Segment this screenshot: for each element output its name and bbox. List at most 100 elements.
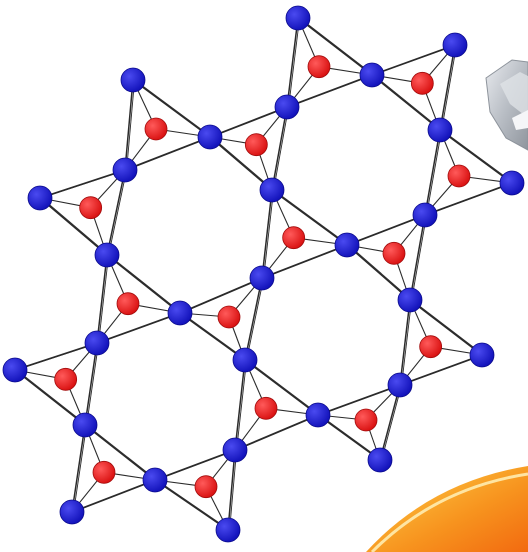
bond-line	[348, 214, 427, 246]
bond-line	[236, 359, 248, 451]
bond-line	[411, 299, 484, 356]
bond-line	[373, 44, 457, 76]
center-atom	[382, 241, 406, 265]
bond-line	[299, 17, 374, 76]
vertex-atom	[120, 67, 146, 93]
bond-line	[371, 74, 441, 131]
bond-line	[86, 342, 100, 426]
bond-line	[39, 197, 108, 256]
vertex-atom	[285, 5, 311, 31]
bond-line	[234, 414, 319, 451]
bond-line	[179, 312, 246, 361]
bond-line	[246, 277, 265, 361]
center-atom	[254, 396, 278, 420]
bond-line	[348, 244, 412, 301]
bond-line	[244, 277, 263, 361]
bond-line	[16, 369, 87, 426]
bond-line	[229, 449, 238, 531]
bond-line	[156, 479, 230, 531]
bond-line	[371, 44, 456, 76]
bond-line	[346, 244, 411, 301]
bond-line	[411, 214, 428, 301]
vertex-atom	[427, 117, 453, 143]
bond-line	[399, 354, 483, 386]
bond-line	[399, 299, 411, 386]
bond-line	[441, 44, 458, 131]
vertex-atom	[142, 467, 168, 493]
center-atom	[144, 117, 168, 141]
bond-line	[108, 254, 182, 314]
vertex-atom	[167, 300, 193, 326]
bond-line	[41, 197, 109, 256]
vertex-atom	[27, 185, 53, 211]
bond-line	[409, 299, 483, 356]
bond-line	[424, 182, 513, 216]
center-atom	[217, 305, 241, 329]
bond-line	[297, 17, 373, 76]
bond-line	[424, 129, 441, 216]
bond-line	[286, 17, 299, 108]
vertex-atom	[72, 412, 98, 438]
center-atoms	[54, 55, 471, 499]
bond-line	[263, 244, 349, 279]
vertex-atom	[94, 242, 120, 268]
center-atom	[410, 71, 434, 95]
bond-line	[236, 414, 320, 451]
bond-line	[108, 169, 128, 256]
bond-line	[317, 414, 381, 461]
bond-line	[441, 129, 514, 184]
vertex-atom	[112, 157, 138, 183]
vertex-atom	[259, 177, 285, 203]
bond-line	[373, 74, 442, 131]
bond-line	[73, 479, 157, 513]
bond-line	[98, 254, 110, 344]
center-atom	[447, 164, 471, 188]
bond-line	[319, 384, 402, 416]
bond-line	[288, 17, 301, 108]
bond-line	[106, 169, 126, 256]
bond-line	[71, 424, 86, 513]
center-atom	[194, 475, 218, 499]
bond-line	[156, 449, 237, 481]
vertex-atom	[2, 357, 28, 383]
bond-line	[426, 129, 443, 216]
bond-line	[401, 354, 484, 386]
vertex-atom	[397, 287, 423, 313]
bond-line	[84, 342, 98, 426]
bond-line	[426, 182, 514, 216]
bond-line	[106, 254, 181, 314]
bond-line	[73, 424, 88, 513]
bond-line	[379, 384, 401, 461]
center-atom	[354, 408, 378, 432]
bond-line	[401, 299, 413, 386]
bond-line	[124, 136, 211, 171]
vertex-atom	[222, 437, 248, 463]
vertex-atom	[232, 347, 258, 373]
bond-line	[273, 189, 349, 246]
bond-line	[41, 169, 127, 199]
vertex-atom	[274, 94, 300, 120]
center-atom	[282, 226, 306, 250]
bond-line	[261, 244, 348, 279]
vertex-atoms	[2, 5, 525, 543]
bond-line	[39, 169, 126, 199]
center-atom	[244, 133, 268, 157]
vertex-atom	[334, 232, 360, 258]
bond-line	[209, 106, 288, 138]
bond-line	[98, 312, 182, 344]
bond-line	[409, 214, 426, 301]
vertex-atom	[249, 265, 275, 291]
crystal-photo-fragment	[485, 59, 528, 151]
vertex-atom	[59, 499, 85, 525]
center-atom	[419, 335, 443, 359]
bond-line	[381, 384, 403, 461]
bond-line	[209, 136, 273, 191]
center-atom	[79, 196, 103, 220]
bond-line	[14, 342, 98, 371]
vertex-atom	[367, 447, 393, 473]
bond-line	[16, 342, 99, 371]
bond-line	[286, 74, 373, 108]
bond-line	[14, 369, 86, 426]
vertex-atom	[197, 124, 223, 150]
